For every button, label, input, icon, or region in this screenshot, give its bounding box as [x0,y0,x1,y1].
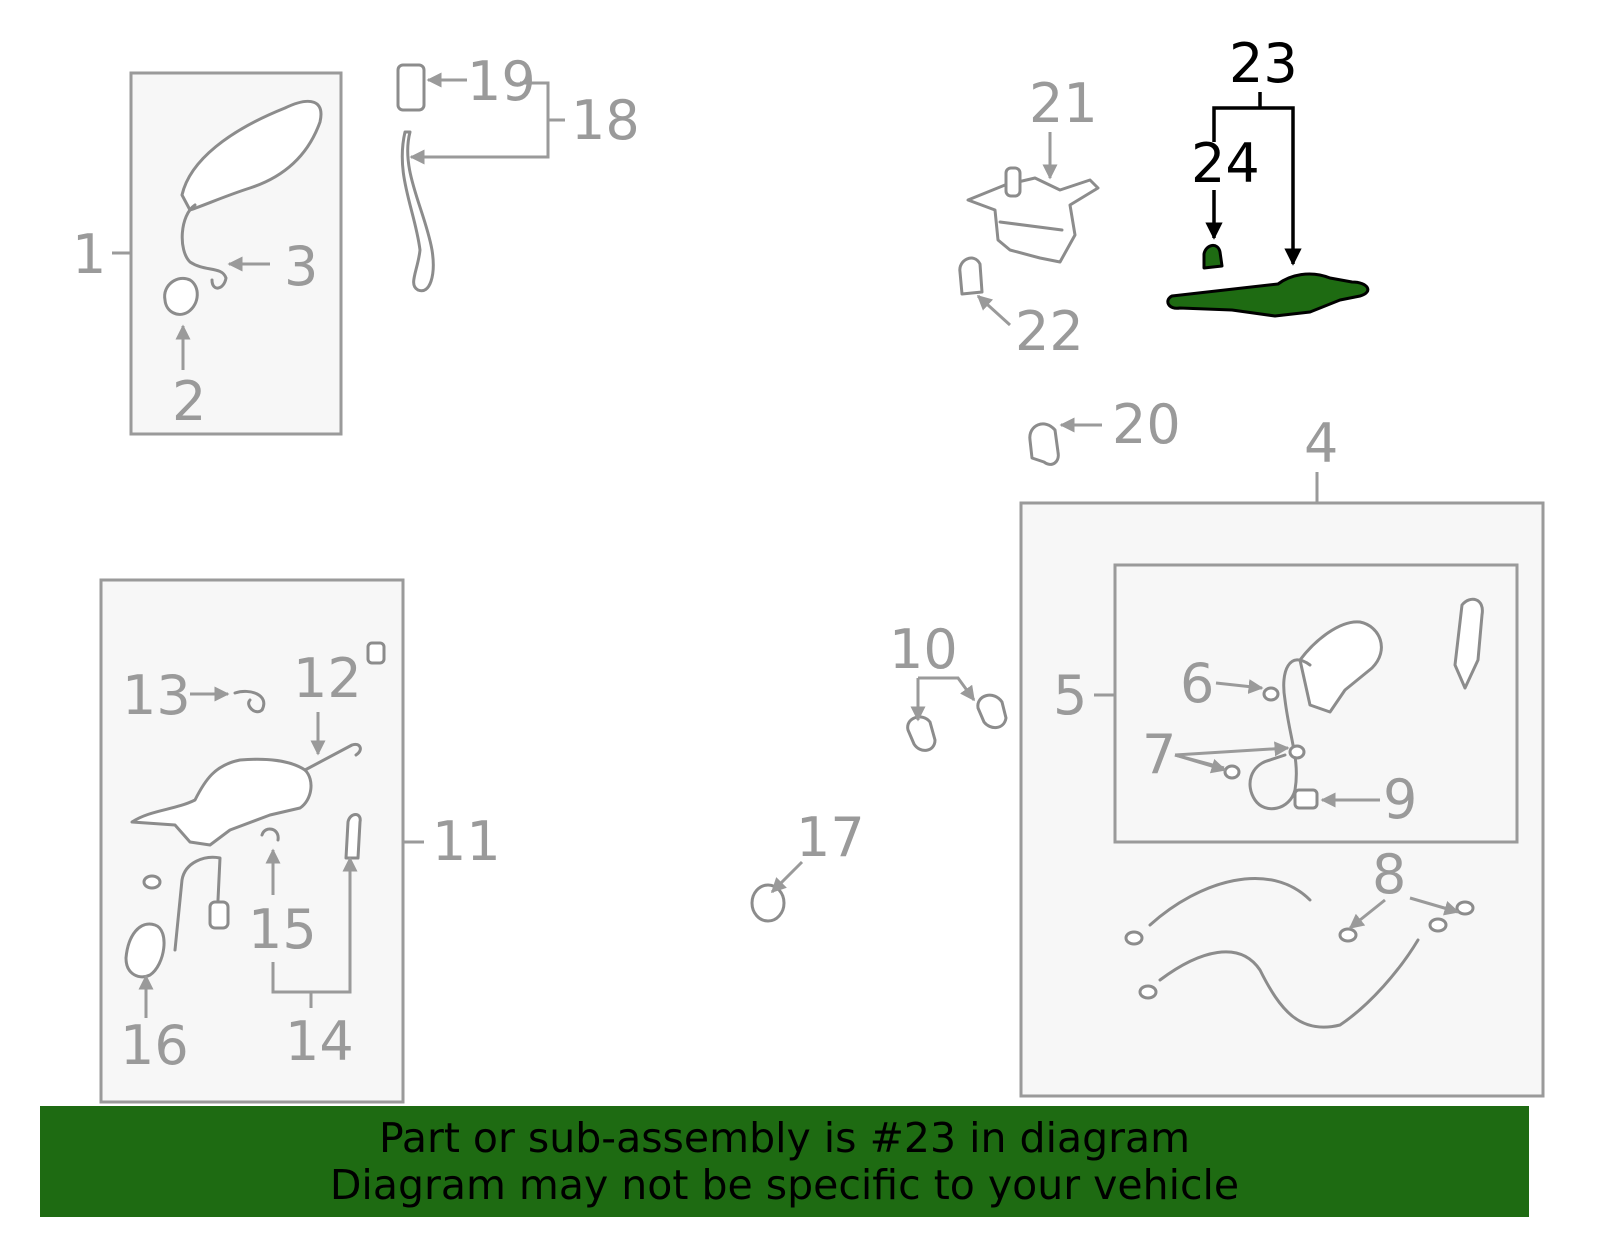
seal-part [396,63,426,112]
door-handle-part [180,99,323,212]
clip-20-part [1028,422,1060,466]
callout-8: 8 [1372,843,1406,906]
handle-rod-part [180,203,228,290]
callout-19: 19 [467,50,536,113]
callout-18: 18 [571,89,640,152]
part-24-highlight [1202,244,1224,270]
callout-labels: 1 2 3 4 5 6 7 8 9 10 11 12 13 14 15 16 1… [72,32,1417,1077]
lock-assembly-group [1019,472,1545,1098]
callout-22: 22 [1015,300,1084,363]
bracket-part [1453,597,1484,690]
latch-part [1298,620,1383,714]
grommet-10-group [906,676,1008,752]
control-group [99,578,424,1104]
callout-11: 11 [432,810,501,873]
callout-9: 9 [1383,768,1417,831]
hinge-group [958,132,1100,327]
handle-clip-part [163,276,199,316]
callout-13: 13 [122,664,191,727]
callout-6: 6 [1180,652,1214,715]
callout-1: 1 [72,223,106,286]
callout-24: 24 [1191,132,1260,195]
bolt-part [958,256,984,296]
callout-20: 20 [1112,393,1181,456]
control-part [130,757,313,847]
door-handle-group [112,71,343,436]
callout-7: 7 [1142,723,1176,786]
banner-line-1: Part or sub-assembly is #23 in diagram [378,1114,1191,1162]
callout-5: 5 [1053,664,1087,727]
callout-17: 17 [796,806,865,869]
callout-3: 3 [284,235,318,298]
callout-12: 12 [293,647,362,710]
banner-line-2: Diagram may not be specific to your vehi… [329,1161,1240,1209]
callout-16: 16 [120,1014,189,1077]
callout-14: 14 [285,1010,354,1073]
hinge-part [966,176,1100,264]
callout-10: 10 [889,618,958,681]
callout-4: 4 [1304,412,1338,475]
rod-seal-group [396,63,565,293]
rod-part [400,130,435,293]
clip-20-group [1028,417,1102,466]
grommet-17-group [750,860,804,923]
callout-2: 2 [172,370,206,433]
callout-21: 21 [1029,72,1098,135]
highlighted-part-group [1166,92,1370,318]
info-banner: Part or sub-assembly is #23 in diagram D… [40,1106,1529,1217]
callout-15: 15 [248,898,317,961]
part-23-highlight [1166,272,1370,318]
callout-23: 23 [1229,32,1298,95]
